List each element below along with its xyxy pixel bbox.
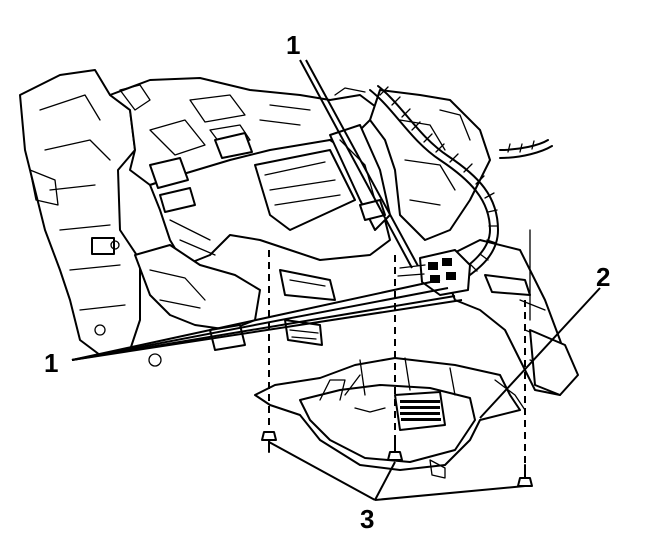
module-housing-icon <box>254 357 526 479</box>
bolt-icon <box>261 431 533 487</box>
callout-3: 3 <box>360 504 374 534</box>
alignment-dashes <box>268 250 526 465</box>
callout-1-top: 1 <box>286 30 300 60</box>
callout-1-left: 1 <box>44 348 58 378</box>
bolt-right <box>517 464 533 487</box>
callout-2: 2 <box>596 262 610 292</box>
leader-lines <box>71 59 601 501</box>
vehicle-structure <box>19 69 579 396</box>
wiring-harness-icon <box>369 85 553 296</box>
bolt-left <box>261 431 277 453</box>
